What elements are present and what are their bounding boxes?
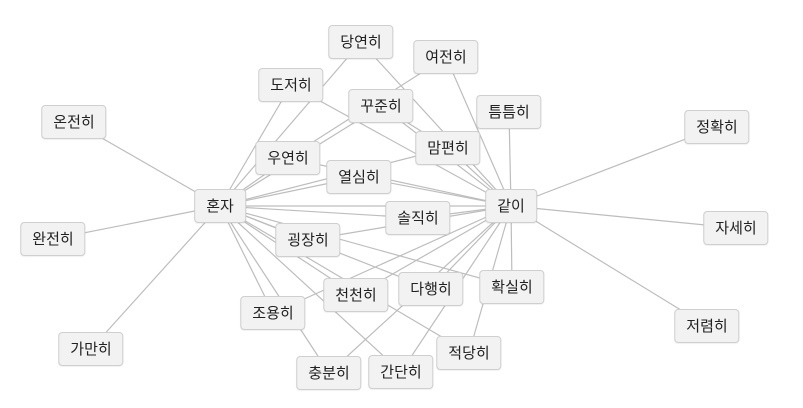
edge-honja-hwaksilhi	[219, 205, 513, 288]
edge-honja-gandanhi	[219, 205, 402, 373]
node-soljikhi[interactable]: 솔직히	[385, 201, 451, 235]
node-honja[interactable]: 혼자	[194, 189, 246, 223]
edge-gamanhi-honja	[90, 205, 221, 350]
node-onjeonhi[interactable]: 온전히	[41, 105, 107, 139]
node-gati[interactable]: 같이	[485, 189, 537, 223]
node-dahaenghi[interactable]: 다행히	[398, 272, 464, 306]
node-hwaksilhi[interactable]: 확실히	[479, 270, 545, 304]
node-joyonghi[interactable]: 조용히	[240, 296, 306, 330]
edge-honja-joyonghi	[219, 205, 274, 314]
node-jeokdanghi[interactable]: 적당히	[436, 336, 502, 370]
edge-gati-dangyeonhi	[360, 41, 512, 207]
edge-gati-jeoryeomhi	[510, 205, 708, 327]
node-dojeohi[interactable]: 도저히	[258, 68, 324, 102]
node-jeoryeomhi[interactable]: 저렴히	[674, 309, 740, 343]
node-gamanhi[interactable]: 가만히	[58, 332, 124, 366]
node-chungbunhi[interactable]: 충분히	[296, 356, 362, 390]
node-yeolsimhi[interactable]: 열심히	[326, 160, 392, 194]
edge-gati-jeonghwakhi	[510, 126, 718, 207]
edge-honja-dangyeonhi	[219, 41, 362, 207]
node-dangyeonhi[interactable]: 당연히	[328, 25, 394, 59]
edge-honja-soljikhi	[219, 205, 419, 219]
edge-gati-jasehi	[510, 205, 737, 229]
edge-gati-dojeohi	[290, 84, 512, 207]
node-kkujunhi[interactable]: 꾸준히	[348, 89, 414, 123]
node-gandanhi[interactable]: 간단히	[368, 355, 434, 389]
node-jasehi[interactable]: 자세히	[703, 211, 769, 245]
node-wanjeonhi[interactable]: 완전히	[20, 222, 86, 256]
edge-honja-chungbunhi	[219, 205, 330, 374]
node-cheoncheonhi[interactable]: 천천히	[323, 278, 389, 312]
node-mampyeonhi[interactable]: 맘편히	[415, 131, 481, 165]
node-teumteumhi[interactable]: 틈틈히	[476, 95, 542, 129]
node-jeonghwakhi[interactable]: 정확히	[684, 110, 750, 144]
edge-gati-joyonghi	[272, 205, 512, 314]
node-gwoengjanghi[interactable]: 굉장히	[275, 223, 341, 257]
node-yeojeonhi[interactable]: 여전히	[413, 40, 479, 74]
edge-gati-uyeonhi	[287, 157, 512, 207]
node-uyeonhi[interactable]: 우연히	[255, 141, 321, 175]
